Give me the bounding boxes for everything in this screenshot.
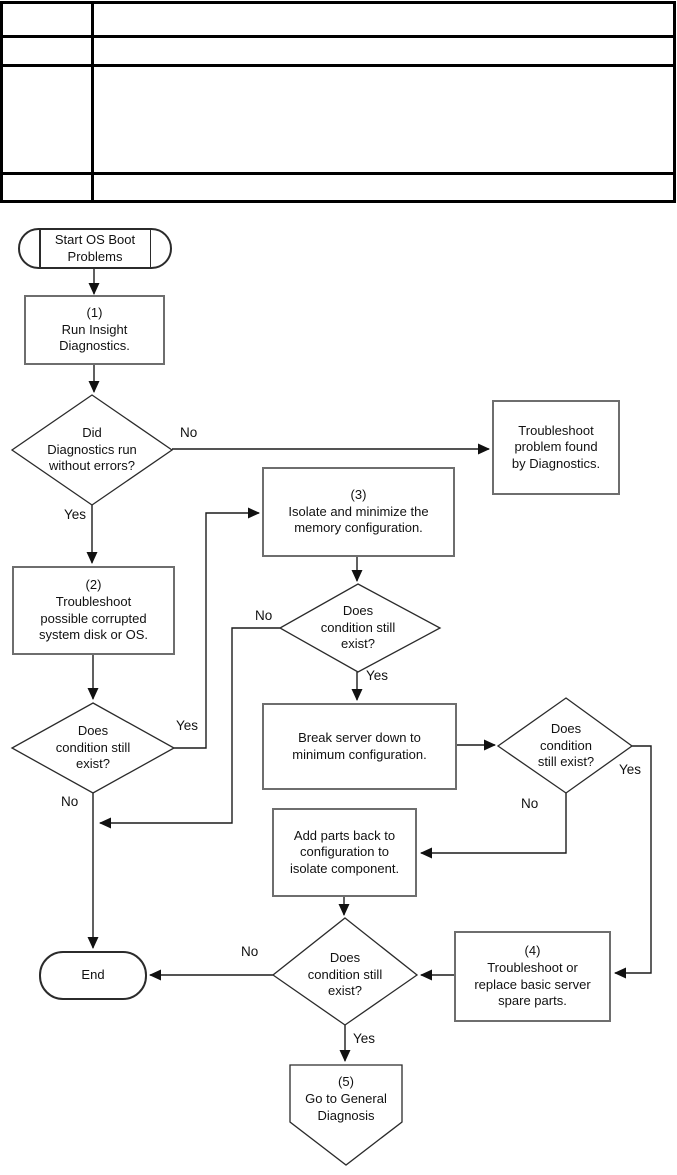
table-cell <box>3 38 91 64</box>
connector-decision4-no-to-addparts <box>420 793 567 859</box>
table-row-divider <box>3 172 673 175</box>
edge-label-yes: Yes <box>64 507 87 522</box>
table-cell <box>94 4 673 35</box>
edge-label-no: No <box>180 425 198 440</box>
terminator-cap-line <box>39 230 41 267</box>
decision-condition-1-label: Does condition still exist? <box>55 723 131 772</box>
edge-label-no: No <box>61 794 79 809</box>
process-troubleshoot-spare-parts: (4) Troubleshoot or replace basic server… <box>454 931 611 1022</box>
end-label: End <box>81 967 105 983</box>
connector-decision2-yes-to-box3 <box>174 507 260 749</box>
edge-label-no: No <box>255 608 273 623</box>
process-troubleshoot-system-disk: (2) Troubleshoot possible corrupted syst… <box>12 566 175 655</box>
table-row-divider <box>3 64 673 67</box>
table-cell <box>94 67 673 172</box>
decision-condition-2-label: Does condition still exist? <box>320 603 396 652</box>
process-troubleshoot-diagnostics-problem: Troubleshoot problem found by Diagnostic… <box>492 400 620 495</box>
edge-label-yes: Yes <box>619 762 642 777</box>
process-isolate-memory: (3) Isolate and minimize the memory conf… <box>262 467 455 557</box>
table-column-divider <box>91 4 94 200</box>
table-cell <box>3 67 91 172</box>
table-cell <box>3 4 91 35</box>
start-terminator: Start OS Boot Problems <box>18 228 172 269</box>
decision-condition-3-label: Does condition still exist? <box>537 721 595 770</box>
top-table <box>0 1 676 203</box>
terminator-cap-line <box>149 230 151 267</box>
edge-label-yes: Yes <box>366 668 389 683</box>
edge-label-yes: Yes <box>176 718 199 733</box>
decision-diagnostics-errors-label: Did Diagnostics run without errors? <box>47 425 137 474</box>
table-cell <box>3 175 91 200</box>
table-row-divider <box>3 35 673 38</box>
start-label: Start OS Boot Problems <box>54 231 136 264</box>
process-run-insight-diagnostics: (1) Run Insight Diagnostics. <box>24 295 165 365</box>
table-cell <box>94 175 673 200</box>
edge-label-no: No <box>521 796 539 811</box>
edge-label-no: No <box>241 944 259 959</box>
decision-condition-4-label: Does condition still exist? <box>307 950 383 999</box>
table-cell <box>94 38 673 64</box>
process-break-server-down: Break server down to minimum configurati… <box>262 703 457 790</box>
edge-label-yes: Yes <box>353 1031 376 1046</box>
offpage-general-diagnosis-label: (5) Go to General Diagnosis <box>305 1074 387 1123</box>
process-add-parts-back: Add parts back to configuration to isola… <box>272 808 417 897</box>
end-terminator: End <box>39 951 147 1000</box>
